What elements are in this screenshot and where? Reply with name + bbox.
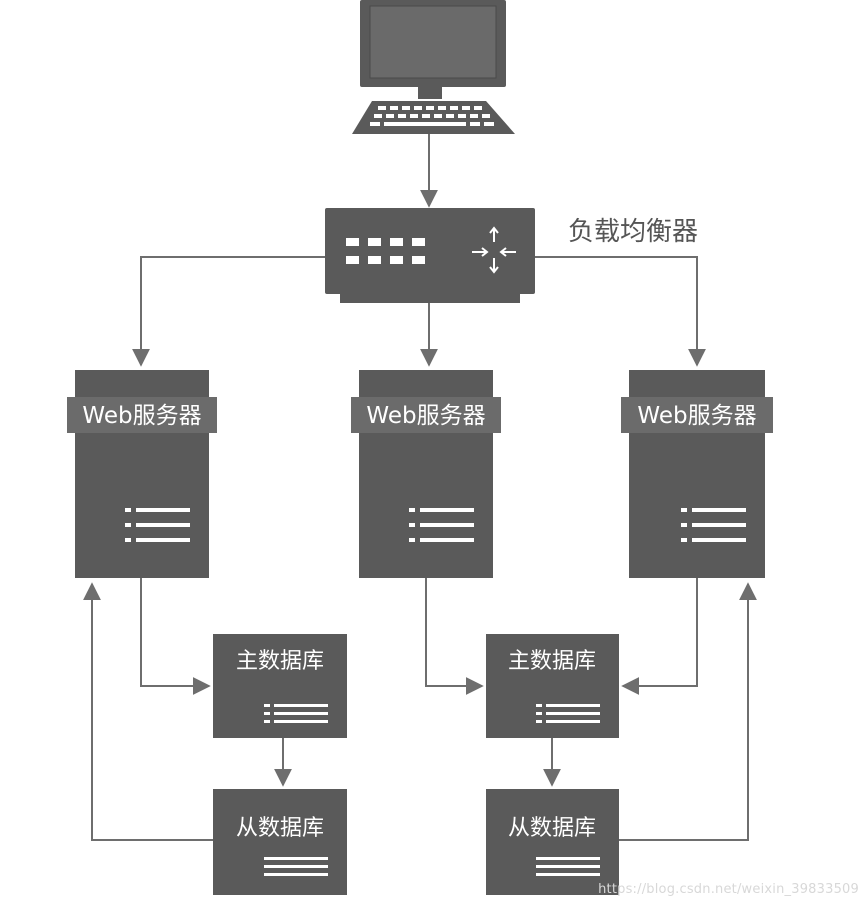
watermark: https://blog.csdn.net/weixin_39833509 (598, 882, 859, 897)
keyboard-keys (370, 106, 494, 126)
right-master-db: 主数据库 (486, 634, 619, 738)
left-slave-db: 从数据库 (213, 789, 347, 895)
server-lines-icon (125, 508, 190, 542)
slave-db-label: 从数据库 (508, 816, 596, 841)
right-slave-db: 从数据库 (486, 789, 619, 895)
web-server-label: Web服务器 (366, 403, 485, 429)
arrow-web1-to-left-master (140, 578, 211, 695)
web-server-1: Web服务器 (67, 370, 217, 578)
port-icons (346, 238, 425, 264)
arrow-web3-to-right-master (621, 578, 698, 695)
load-balancer-label: 负载均衡器 (568, 217, 698, 247)
db-lines-icon (264, 704, 328, 723)
web-server-2: Web服务器 (351, 370, 501, 578)
master-db-label: 主数据库 (236, 649, 324, 674)
web-server-label: Web服务器 (82, 403, 201, 429)
db-lines-icon (536, 704, 600, 723)
routing-arrows-icon (472, 226, 516, 274)
slave-db-label: 从数据库 (236, 816, 324, 841)
computer-icon (352, 0, 515, 134)
arrow-web2-to-right-master (425, 578, 484, 695)
load-balancer (325, 208, 535, 303)
web-server-label: Web服务器 (637, 403, 756, 429)
db-lines-icon (264, 857, 328, 876)
master-db-label: 主数据库 (508, 649, 596, 674)
server-lines-icon (681, 508, 746, 542)
arrow-left-slave-to-web1 (83, 582, 213, 841)
left-master-db: 主数据库 (213, 634, 347, 738)
db-lines-icon (536, 857, 600, 876)
server-lines-icon (409, 508, 474, 542)
arrow-lb-to-web-3 (535, 256, 706, 367)
web-server-3: Web服务器 (621, 370, 773, 578)
arrow-right-slave-to-web3 (619, 582, 757, 841)
arrow-lb-to-web-1 (132, 256, 325, 367)
